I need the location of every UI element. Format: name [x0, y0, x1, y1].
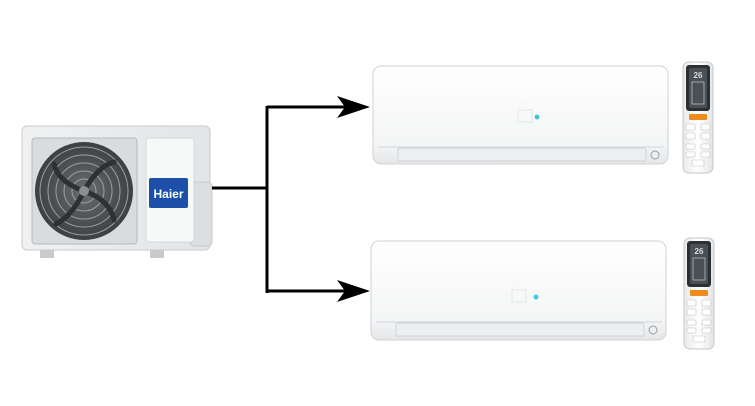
- remote-control-bottom: 26: [683, 237, 715, 350]
- svg-text:· · · ·: · · · ·: [510, 281, 519, 286]
- fan-grille-icon: [31, 137, 138, 245]
- branching-arrow-icon: [212, 105, 350, 293]
- remote-display-text: 26: [694, 71, 703, 80]
- outdoor-unit: Haier: [21, 125, 213, 258]
- indoor-unit-top: · · · ·: [372, 65, 669, 165]
- haier-logo-text: Haier: [153, 187, 183, 201]
- remote-display-text: 26: [695, 247, 704, 256]
- arrow-head-top: [337, 96, 370, 118]
- remote-control-top: 26: [682, 61, 714, 174]
- status-led-icon: [533, 294, 539, 300]
- haier-logo: [149, 178, 188, 208]
- indoor-unit-bottom: · · · ·: [370, 240, 667, 341]
- svg-text:· · · ·: · · · ·: [520, 100, 529, 105]
- status-led-icon: [534, 114, 540, 120]
- arrow-head-bottom: [337, 280, 370, 302]
